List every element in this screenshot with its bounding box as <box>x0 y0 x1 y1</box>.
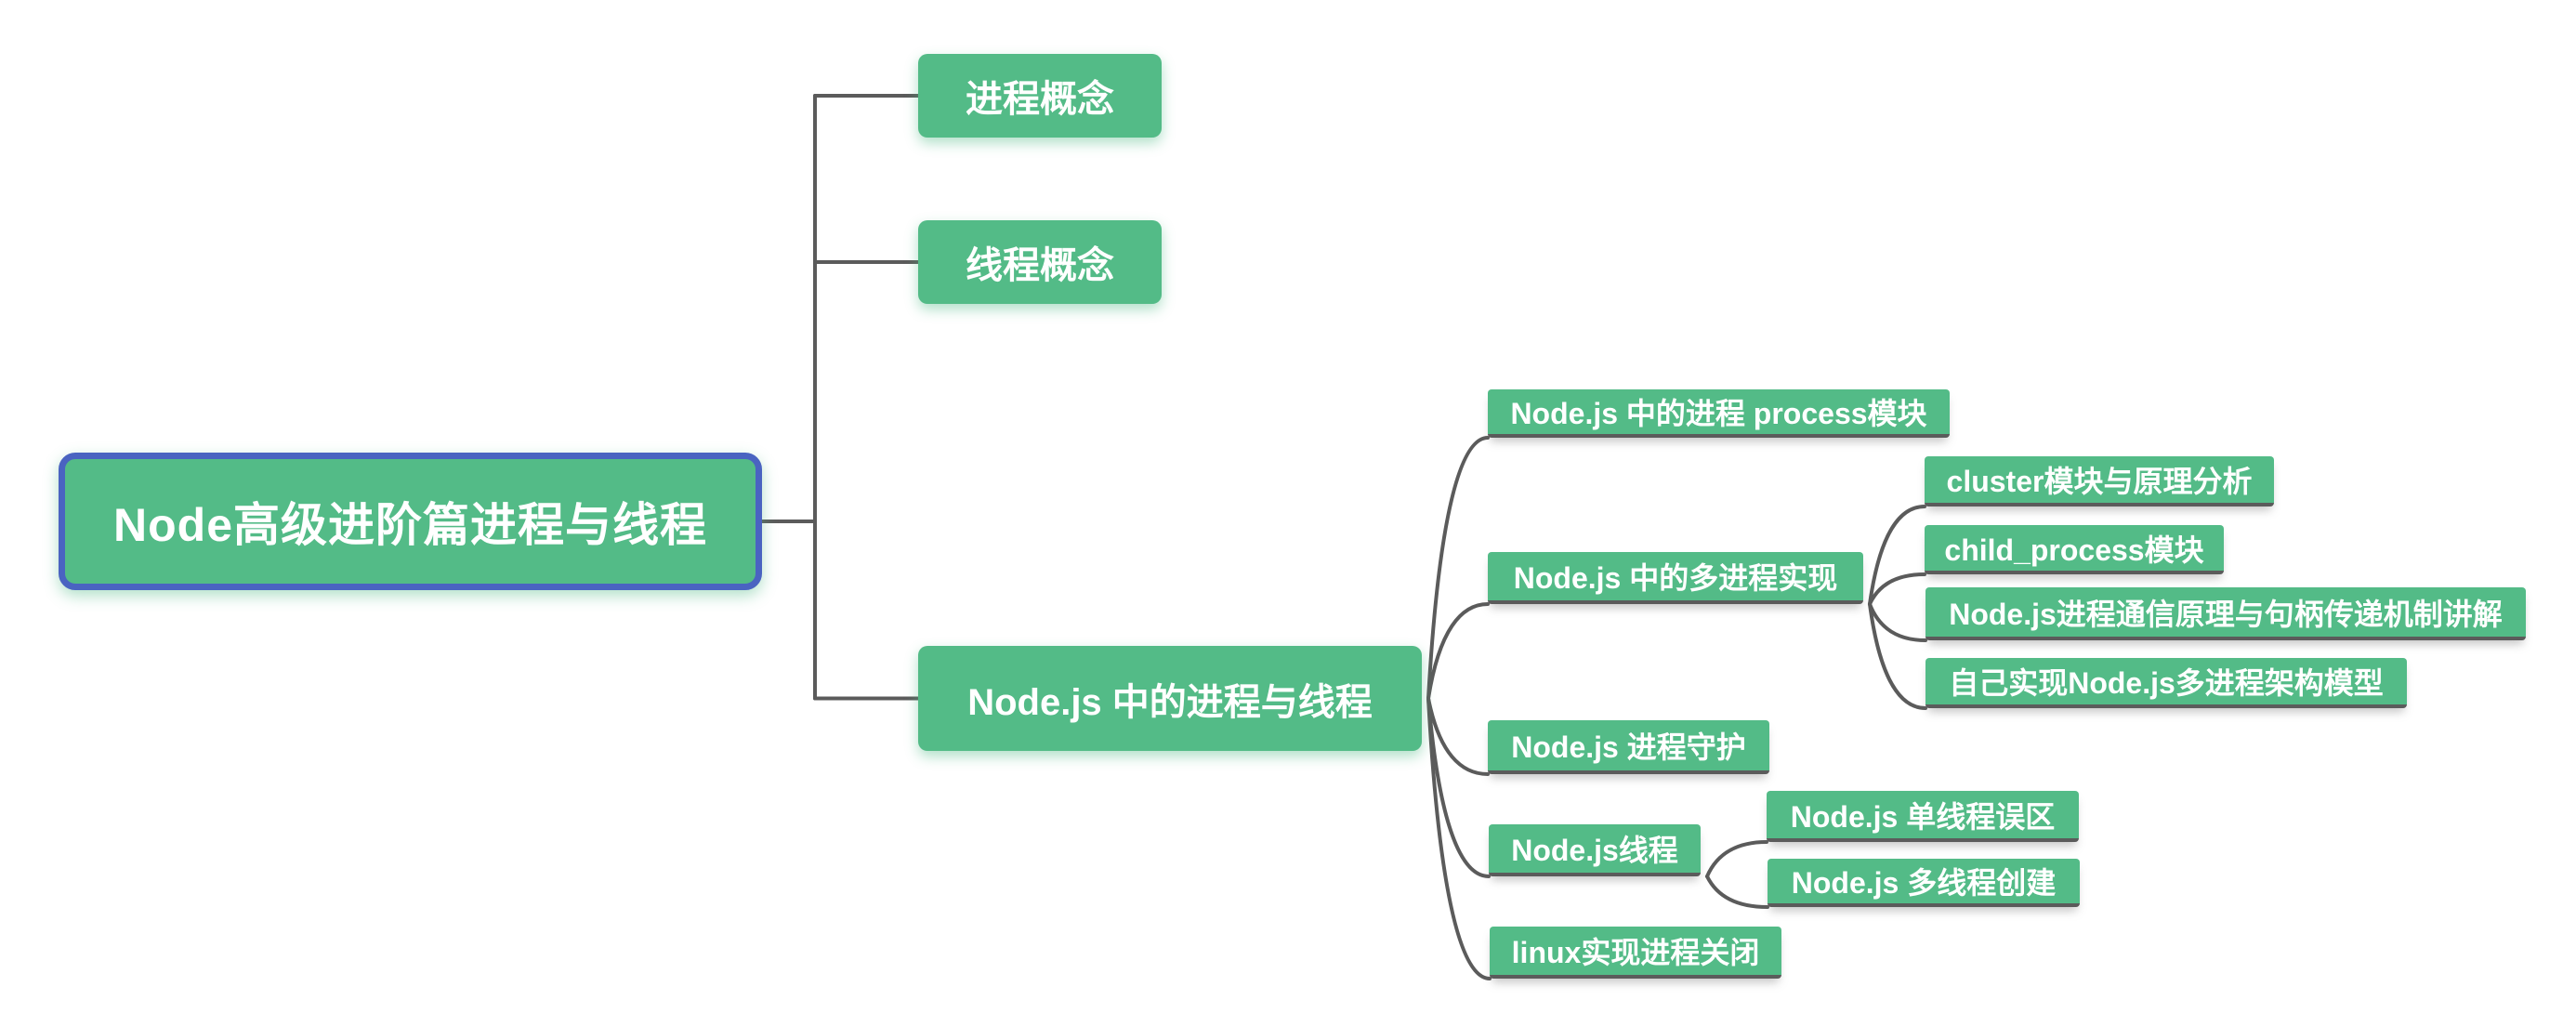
node-label: 自己实现Node.js多进程架构模型 <box>1949 666 2384 700</box>
node-label: Node.js进程通信原理与句柄传递机制讲解 <box>1949 597 2503 631</box>
node-label: Node.js 单线程误区 <box>1790 799 2056 834</box>
mindmap-node-root[interactable]: Node高级进阶篇进程与线程 <box>59 453 762 590</box>
mindmap-node-process-concept[interactable]: 进程概念 <box>918 54 1162 138</box>
connector-multi-process-cluster-module <box>1868 505 1926 606</box>
connector-node-process-thread-linux-kill <box>1426 696 1492 980</box>
connector-node-thread-multi-thread-create <box>1705 875 1769 909</box>
connector-node-thread-single-thread-myth <box>1705 840 1768 878</box>
node-label: Node.js 中的进程与线程 <box>967 681 1373 723</box>
mindmap-node-single-thread-myth[interactable]: Node.js 单线程误区 <box>1767 791 2079 842</box>
node-label: 进程概念 <box>966 79 1114 120</box>
mindmap-node-process-daemon[interactable]: Node.js 进程守护 <box>1488 720 1769 774</box>
node-label: Node.js线程 <box>1511 834 1678 867</box>
mindmap-node-cluster-module[interactable]: cluster模块与原理分析 <box>1925 456 2274 506</box>
node-label: child_process模块 <box>1944 533 2204 567</box>
connector-multi-process-child-process <box>1868 572 1926 606</box>
connector-multi-process-diy-architecture <box>1868 602 1927 710</box>
mindmap-node-linux-kill[interactable]: linux实现进程关闭 <box>1490 927 1781 979</box>
mindmap-node-multi-process[interactable]: Node.js 中的多进程实现 <box>1488 552 1863 604</box>
mindmap-node-node-thread[interactable]: Node.js线程 <box>1489 824 1701 876</box>
node-label: Node.js 多线程创建 <box>1791 866 2057 900</box>
node-label: linux实现进程关闭 <box>1511 936 1760 969</box>
node-label: Node高级进阶篇进程与线程 <box>113 499 707 551</box>
connector-node-process-thread-multi-process <box>1426 602 1490 701</box>
mindmap-node-node-process-thread[interactable]: Node.js 中的进程与线程 <box>918 646 1422 751</box>
node-label: 线程概念 <box>966 245 1114 286</box>
mindmap-node-thread-concept[interactable]: 线程概念 <box>918 220 1162 304</box>
node-label: Node.js 中的进程 process模块 <box>1510 397 1927 430</box>
connector-multi-process-ipc-handle <box>1868 602 1927 642</box>
node-label: cluster模块与原理分析 <box>1946 465 2253 498</box>
mindmap-node-diy-architecture[interactable]: 自己实现Node.js多进程架构模型 <box>1925 658 2407 708</box>
connector-node-process-thread-process-daemon <box>1426 696 1490 776</box>
mindmap-node-multi-thread-create[interactable]: Node.js 多线程创建 <box>1768 859 2080 907</box>
mindmap-node-ipc-handle[interactable]: Node.js进程通信原理与句柄传递机制讲解 <box>1925 587 2526 640</box>
connector-node-process-thread-node-thread <box>1426 696 1491 878</box>
mindmap-node-process-module[interactable]: Node.js 中的进程 process模块 <box>1488 389 1950 438</box>
connector-node-process-thread-process-module <box>1426 436 1490 701</box>
node-label: Node.js 中的多进程实现 <box>1513 561 1838 595</box>
node-label: Node.js 进程守护 <box>1511 730 1746 764</box>
mindmap-node-child-process[interactable]: child_process模块 <box>1925 525 2224 574</box>
